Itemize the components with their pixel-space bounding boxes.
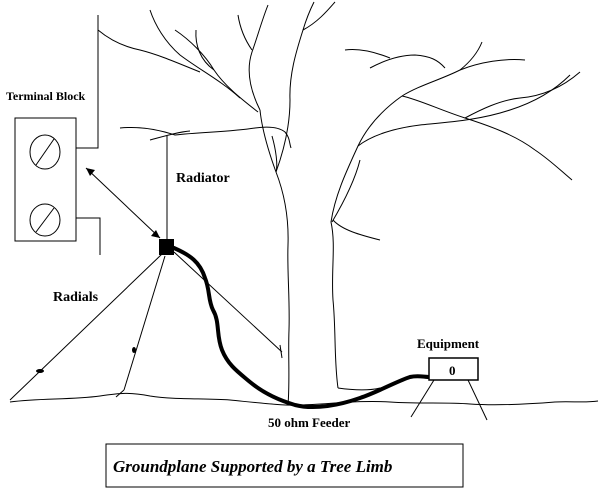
tree-root-right	[337, 387, 381, 391]
radial-1	[9, 253, 163, 401]
supporting-limb	[119, 126, 292, 149]
tree-branch-11	[401, 59, 526, 97]
tree-trunk-right	[330, 95, 403, 389]
tree-trunk-left	[259, 109, 290, 406]
radial-insulator-1	[36, 369, 44, 373]
radial-insulator-3	[279, 344, 283, 359]
equipment-box	[428, 357, 479, 381]
tree-branch-7	[237, 14, 253, 51]
equipment-leg-right	[467, 379, 488, 421]
terminal-block-label: Terminal Block	[6, 89, 86, 103]
tree-branch-4	[195, 29, 215, 71]
radial-ground-stake	[115, 389, 125, 398]
radiator-label: Radiator	[176, 171, 230, 186]
title-box: Groundplane Supported by a Tree Limb	[105, 443, 464, 488]
limb-to-trunk	[271, 135, 278, 173]
tree-branch-18	[344, 49, 391, 59]
tree-branch-13	[357, 74, 571, 147]
radial-3	[173, 251, 283, 353]
terminal-wire-top	[76, 15, 99, 149]
feeder-coax	[172, 246, 432, 409]
radial-insulator-2	[132, 347, 136, 353]
tree	[97, 1, 581, 406]
tree-branch-2	[275, 1, 315, 173]
reference-arrow	[85, 167, 161, 239]
tree-branch-3	[174, 29, 259, 113]
feed-point	[159, 239, 174, 255]
ground-line	[9, 392, 599, 406]
tree-branch-15	[534, 149, 573, 181]
tree-branch-14	[464, 71, 581, 119]
tree-branch-17	[369, 54, 446, 69]
tree-branch-12	[401, 95, 536, 151]
tree-branch-10	[332, 219, 381, 241]
diagram-title: Groundplane Supported by a Tree Limb	[113, 457, 392, 476]
equipment-label: Equipment	[417, 336, 480, 351]
tree-branch-1	[248, 4, 269, 111]
radials-label: Radials	[53, 290, 99, 305]
tree-branch-8	[302, 1, 336, 31]
tree-branch-6	[97, 29, 201, 73]
tree-branch-5	[149, 9, 241, 99]
terminal-block	[14, 15, 101, 255]
supporting-limb-fork	[149, 130, 191, 141]
terminal-wire-bottom	[76, 217, 101, 255]
equipment-leg-left	[410, 379, 435, 418]
tree-branch-9	[331, 159, 361, 223]
equipment-connector-label: 0	[449, 363, 456, 378]
equipment: 0	[410, 357, 488, 421]
tree-branch-16	[459, 41, 483, 71]
radial-2	[123, 255, 166, 391]
terminal-screw-bottom-slot	[35, 207, 55, 233]
feeder-label: 50 ohm Feeder	[268, 415, 351, 430]
terminal-screw-top-slot	[35, 138, 55, 166]
radials	[9, 251, 283, 401]
